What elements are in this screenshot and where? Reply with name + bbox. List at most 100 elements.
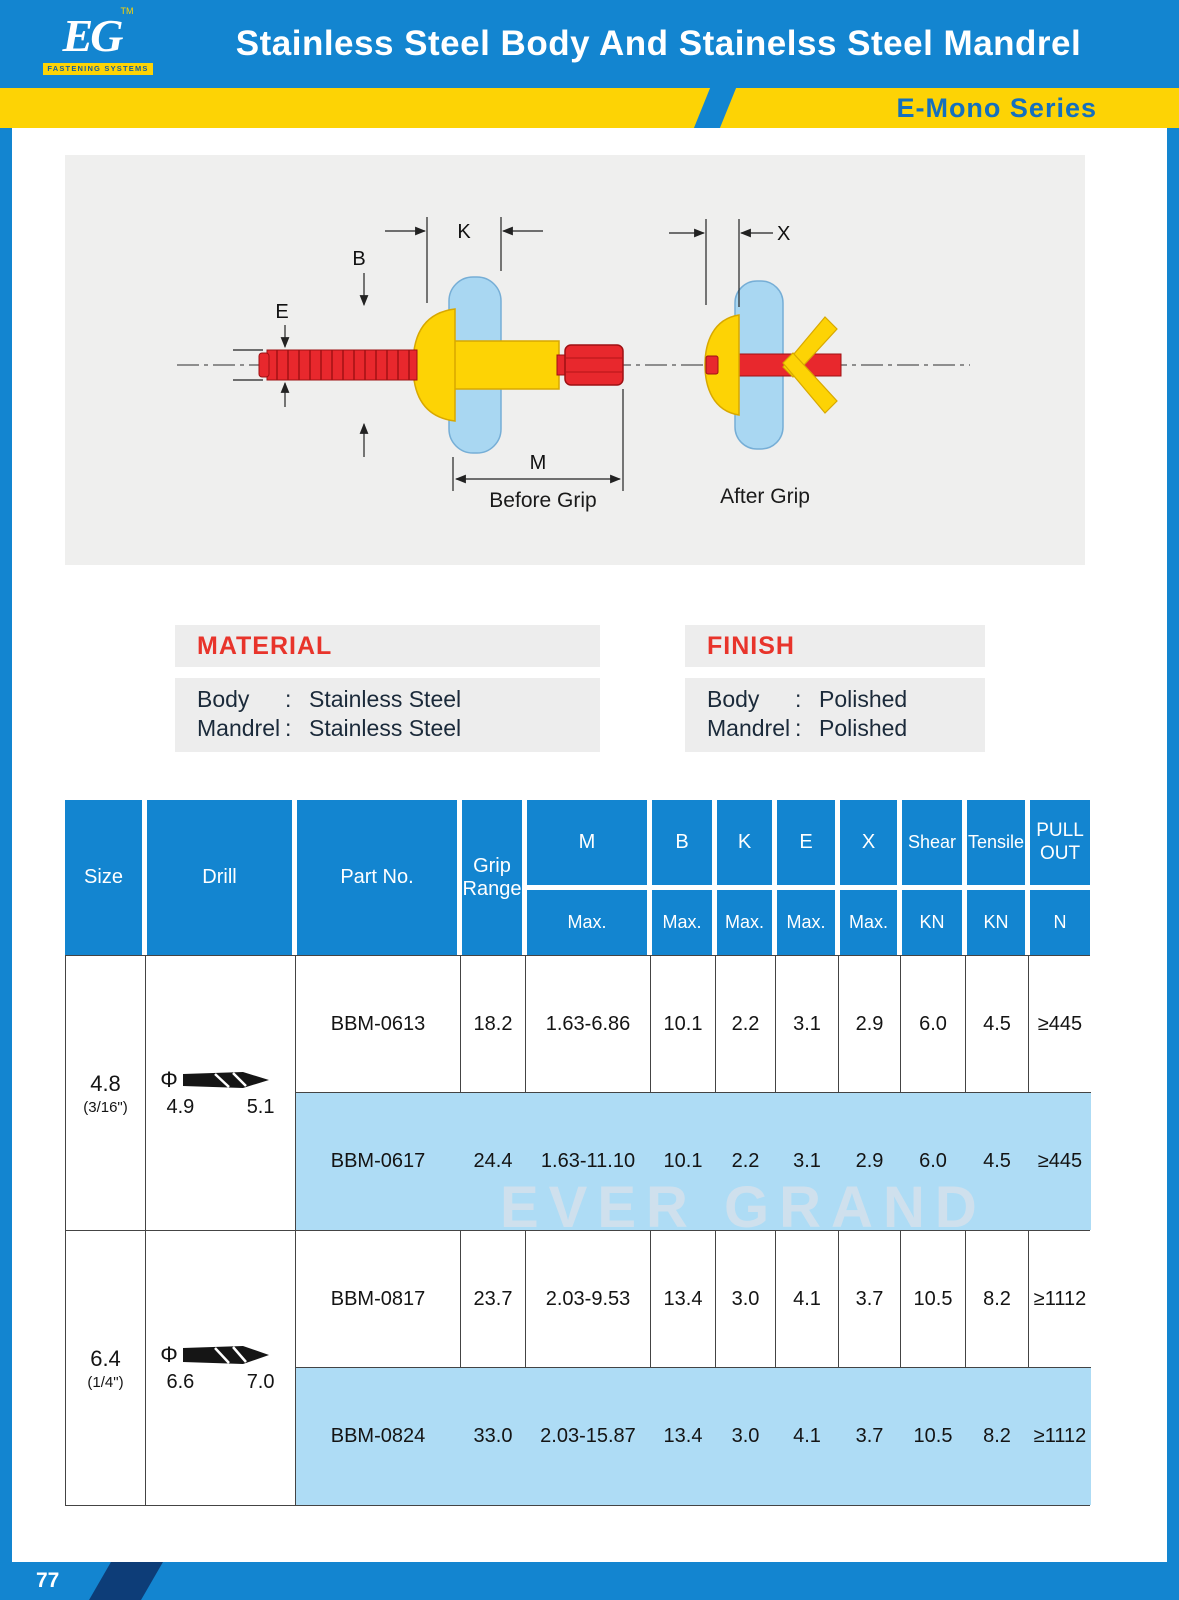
subheader-shear-kn: KN [902,890,962,955]
spec-table: Size Drill Part No. M Grip Range B K E X… [65,800,1091,1506]
b-max-cell: 10.1 [651,956,716,1093]
col-header-m: M [527,800,647,885]
material-body: Body : Stainless Steel Mandrel : Stainle… [175,678,600,752]
rivet-flange [412,308,456,422]
subheader-tensile-kn: KN [967,890,1025,955]
mandrel-stem-cap [258,352,270,378]
col-header-part-no: Part No. [297,800,457,955]
finish-row-body: Body : Polished [707,685,985,714]
k-max-cell: 3.0 [716,1231,776,1368]
material-title: MATERIAL [175,625,600,667]
material-mandrel-colon: : [285,715,292,741]
mandrel-break-face [705,355,719,375]
tensile-cell: 8.2 [966,1231,1029,1368]
m-max-cell: 33.0 [461,1368,526,1505]
finish-mandrel-value: Polished [819,715,908,741]
finish-body: Body : Polished Mandrel : Polished [685,678,985,752]
rivet-flange-after [704,314,740,416]
k-max-cell: 3.0 [716,1368,776,1505]
footer-diagonal-accent [89,1562,163,1600]
grip-range-cell: 2.03-9.53 [526,1231,651,1368]
col-header-shear: Shear [902,800,962,885]
mandrel-head [564,344,624,386]
x-max-cell: 3.7 [839,1368,901,1505]
grip-range-cell: 1.63-11.10 [526,1093,651,1230]
shear-cell: 6.0 [901,1093,966,1230]
subheader-x-max: Max. [840,890,897,955]
finish-mandrel-colon: : [795,715,802,741]
table-group-6-4: 6.4 (1/4") Φ 6.6 7.0 BBM-0817 [66,1231,1091,1505]
phi-symbol: Φ [160,1067,178,1092]
e-max-cell: 3.1 [776,1093,839,1230]
technical-diagram-panel: K B E [65,155,1085,565]
dim-label-b: B [352,248,365,270]
size-value: 4.8 [90,1070,121,1096]
logo-monogram-row: EGTM [28,7,168,61]
k-max-cell: 2.2 [716,956,776,1093]
col-header-e: E [777,800,835,885]
grip-range-cell: 2.03-15.87 [526,1368,651,1505]
rivet-petal-lower [782,352,838,414]
table-header: Size Drill Part No. M Grip Range B K E X… [65,800,1090,955]
material-section: MATERIAL Body : Stainless Steel Mandrel … [175,625,600,752]
finish-body-value: Polished [819,686,908,712]
material-mandrel-value: Stainless Steel [309,715,462,741]
tensile-cell: 4.5 [966,1093,1029,1230]
part-no-cell: BBM-0824 [296,1368,461,1505]
e-max-cell: 4.1 [776,1231,839,1368]
content-area: K B E [12,128,1167,1562]
shear-cell: 6.0 [901,956,966,1093]
material-body-label: Body [197,686,250,712]
finish-title: FINISH [685,625,985,667]
b-max-cell: 13.4 [651,1231,716,1368]
series-diagonal-accent [693,88,737,128]
pull-out-cell: ≥445 [1029,1093,1091,1230]
dimension-x [669,219,773,307]
material-row-mandrel: Mandrel : Stainless Steel [197,714,600,743]
material-mandrel-label: Mandrel [197,715,281,741]
x-max-cell: 2.9 [839,956,901,1093]
dim-label-x: X [777,223,790,245]
dimension-k [385,217,543,303]
col-header-size: Size [65,800,142,955]
k-max-cell: 2.2 [716,1093,776,1230]
dim-label-k: K [457,221,471,243]
drill-illustration: Φ [160,1067,281,1093]
col-header-b: B [652,800,712,885]
drill-range: 4.9 5.1 [167,1096,275,1119]
drill-bit-icon [182,1072,269,1088]
e-max-cell: 3.1 [776,956,839,1093]
phi-symbol: Φ [160,1342,178,1367]
dim-label-e: E [275,301,288,323]
material-body-value: Stainless Steel [309,686,462,712]
subheader-e-max: Max. [777,890,835,955]
dimension-e [233,325,290,407]
drill-cell: Φ 4.9 5.1 [146,956,296,1230]
part-no-cell: BBM-0617 [296,1093,461,1230]
size-cell: 6.4 (1/4") [66,1231,146,1505]
series-band: E-Mono Series [0,88,1179,128]
subheader-b-max: Max. [652,890,712,955]
logo-caption: FASTENING SYSTEMS [43,63,153,75]
drill-bit-icon [182,1346,269,1364]
x-max-cell: 2.9 [839,1093,901,1230]
dimension-m [452,389,624,491]
table-body: 4.8 (3/16") Φ 4.9 5.1 BBM-0613 [65,955,1091,1506]
after-grip-drawing [704,280,842,450]
finish-body-colon: : [795,686,802,712]
pull-out-cell: ≥1112 [1029,1368,1091,1505]
subheader-k-max: Max. [717,890,772,955]
drill-range: 6.6 7.0 [167,1371,275,1394]
size-value: 6.4 [90,1345,121,1371]
tensile-cell: 8.2 [966,1368,1029,1505]
material-body-colon: : [285,686,292,712]
col-header-x: X [840,800,897,885]
e-max-cell: 4.1 [776,1368,839,1505]
rivet-body-shank [452,340,560,390]
drill-max: 7.0 [246,1371,275,1393]
drill-illustration: Φ [160,1342,281,1368]
pull-out-cell: ≥445 [1029,956,1091,1093]
logo-monogram: EG [62,10,124,61]
m-max-cell: 18.2 [461,956,526,1093]
